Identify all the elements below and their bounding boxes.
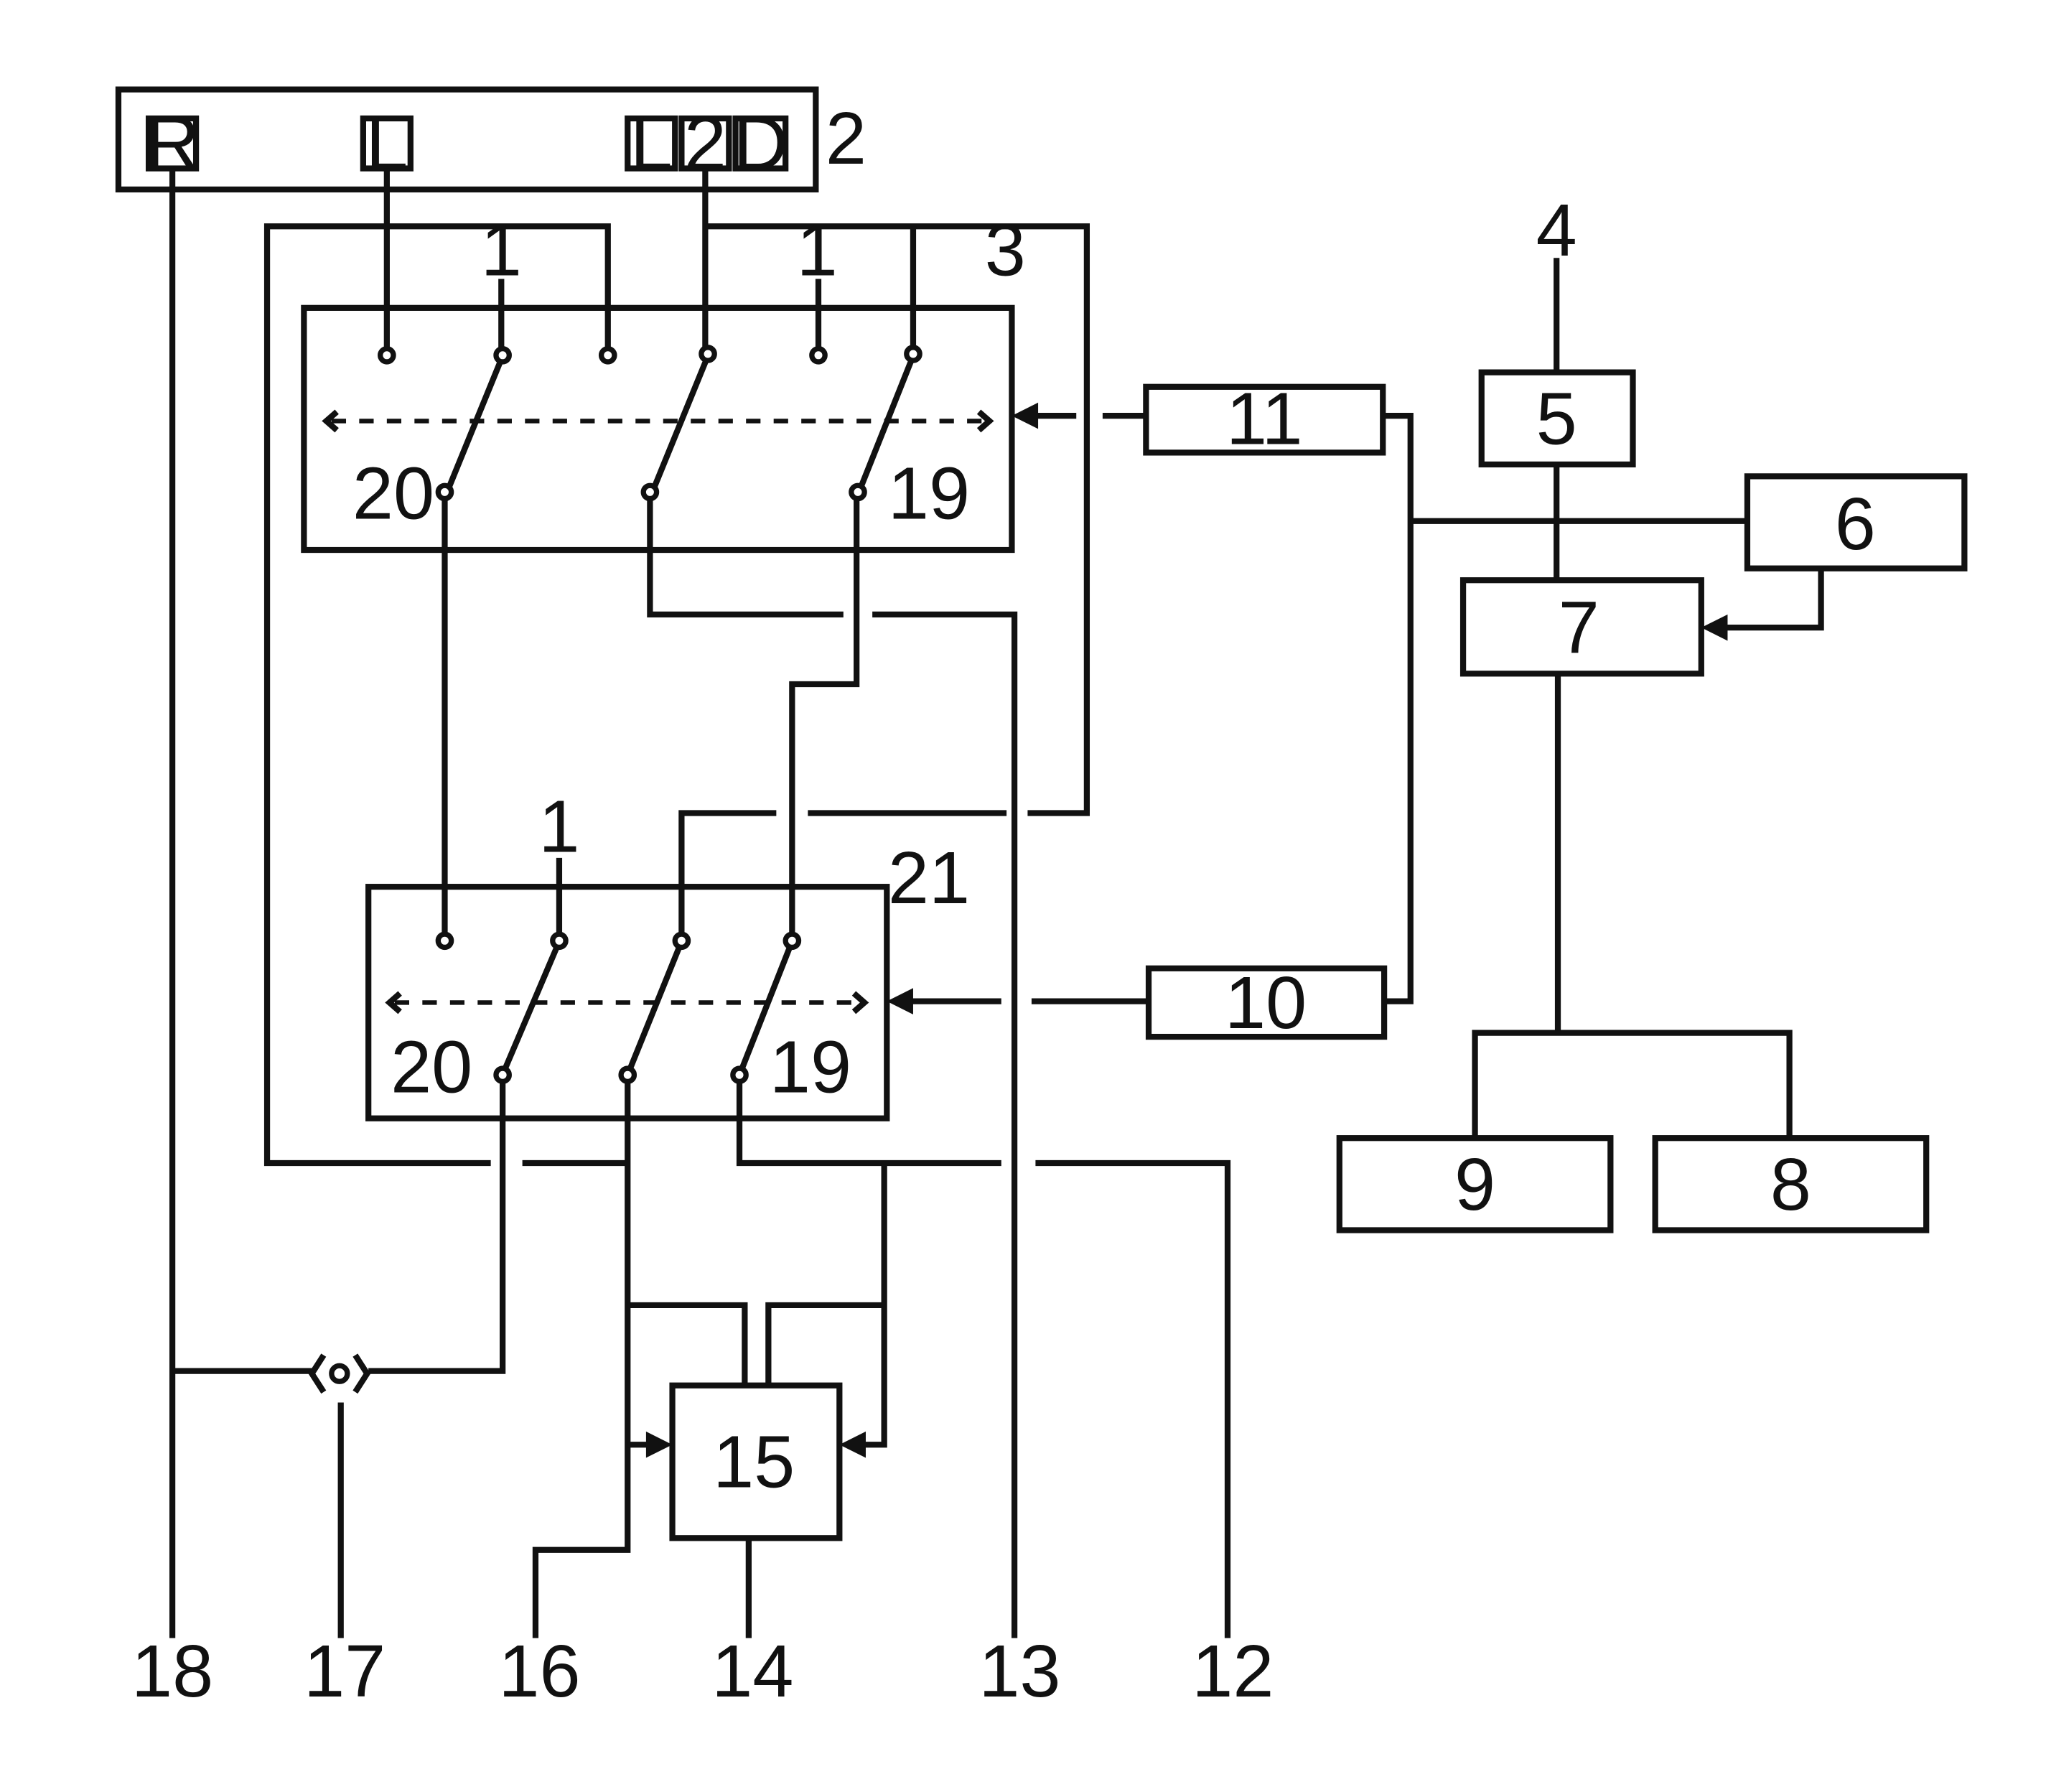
block-11-label: 11 xyxy=(1226,377,1303,459)
block-7 xyxy=(1459,577,1704,677)
block-8 xyxy=(1652,1135,1930,1233)
wire-15-right xyxy=(863,1163,887,1448)
selector-position-l2[interactable] xyxy=(625,115,678,172)
arrow-to-lower-switch xyxy=(887,988,913,1014)
upper-terminal xyxy=(904,345,922,363)
lower-blade-1 xyxy=(502,943,561,1070)
output-14-label: 14 xyxy=(711,1630,793,1712)
wire-to-12 xyxy=(1035,1159,1231,1638)
wire-15-right-top xyxy=(765,1302,884,1386)
upper-contact-1a-label: 1 xyxy=(481,209,522,291)
lower-pole xyxy=(618,1065,637,1085)
block-5-label: 5 xyxy=(1536,377,1577,459)
block-15-label: 15 xyxy=(713,1421,795,1503)
upper-pole-19-label: 19 xyxy=(888,452,970,535)
wire-15-left-top xyxy=(627,1302,748,1386)
supply-label: 4 xyxy=(1536,189,1577,271)
lower-pole-19-label: 19 xyxy=(770,1026,851,1109)
lower-terminal xyxy=(672,931,691,951)
wire-lower-mid-to-16 xyxy=(532,1078,631,1638)
block-11 xyxy=(1143,383,1386,456)
output-17-label: 17 xyxy=(304,1630,386,1712)
wire-to-8-9 xyxy=(1472,1030,1793,1139)
wire-right-loop-c xyxy=(678,810,777,937)
upper-terminal xyxy=(493,345,512,365)
wire-lower-19 xyxy=(736,1078,1001,1167)
lower-blade-3 xyxy=(739,943,794,1070)
wire-mid-to-13-b xyxy=(872,611,1018,1638)
upper-group-label: 3 xyxy=(985,209,1026,291)
arrow-to-15-left xyxy=(645,1431,673,1458)
wire-right-loop xyxy=(705,223,1090,816)
wire-lower-20 xyxy=(368,1078,506,1374)
upper-blade-3 xyxy=(857,358,915,490)
upper-blade-1 xyxy=(446,358,505,490)
lower-blade-2 xyxy=(627,943,683,1070)
selector-position-l[interactable] xyxy=(360,115,414,172)
selector-position-d[interactable] xyxy=(732,115,789,172)
block-6-label: 6 xyxy=(1835,482,1876,565)
output-13-label: 13 xyxy=(978,1630,1060,1712)
connector-17 xyxy=(308,1353,371,1394)
upper-switch-frame xyxy=(301,304,1015,554)
block-15 xyxy=(669,1382,843,1541)
upper-switch-group: 1 1 3 20 19 xyxy=(301,209,1026,554)
wire-6-to-7 xyxy=(1724,568,1824,631)
lower-pole xyxy=(493,1065,512,1085)
arrow-to-upper-switch xyxy=(1012,402,1039,429)
upper-pole xyxy=(435,482,454,502)
selector-position-l2-label: L xyxy=(630,101,673,186)
output-16-label: 16 xyxy=(498,1630,580,1712)
wire-11-to-10 xyxy=(1383,412,1414,1004)
upper-terminal xyxy=(699,345,717,363)
upper-blade-2 xyxy=(651,358,710,490)
block-8-label: 8 xyxy=(1770,1143,1811,1226)
lower-terminal xyxy=(783,931,802,951)
block-6 xyxy=(1744,473,1968,571)
blocks: 5 6 7 8 9 10 11 15 xyxy=(669,369,1968,1541)
block-9 xyxy=(1336,1135,1614,1233)
lower-group-label: 21 xyxy=(888,836,970,919)
lower-terminal xyxy=(435,931,454,951)
arrows xyxy=(645,402,1728,1458)
upper-contact-1b-label: 1 xyxy=(797,209,838,291)
block-10-label: 10 xyxy=(1225,961,1307,1044)
wire-mid-to-13 xyxy=(647,497,844,617)
upper-pole xyxy=(640,482,660,502)
lower-terminal xyxy=(550,931,569,951)
block-10 xyxy=(1145,965,1388,1040)
lower-pole-20-label: 20 xyxy=(391,1026,472,1109)
connector-node xyxy=(329,1363,350,1384)
block-9-label: 9 xyxy=(1454,1143,1495,1226)
lower-contact-1-label: 1 xyxy=(538,785,579,867)
selector-ref-label: 2 xyxy=(826,97,866,179)
wire-19-down xyxy=(789,497,860,937)
upper-pole-20-label: 20 xyxy=(352,452,434,535)
arrow-to-7 xyxy=(1701,614,1728,641)
upper-terminal xyxy=(809,345,828,365)
range-selector: R L L 2 D 2 xyxy=(115,86,866,193)
lower-switch-frame xyxy=(365,884,890,1121)
selector-position-2[interactable] xyxy=(678,115,732,172)
wire-left-loop xyxy=(263,223,611,1167)
lower-switch-group: 1 21 20 19 xyxy=(365,785,970,1121)
upper-terminal xyxy=(598,345,617,365)
selector-position-d-label: D xyxy=(733,101,788,186)
lower-pole xyxy=(730,1065,749,1085)
block-7-label: 7 xyxy=(1559,587,1599,669)
output-18-label: 18 xyxy=(131,1630,213,1712)
arrow-to-15-right xyxy=(839,1431,866,1458)
lower-linkage-ends xyxy=(385,991,869,1014)
connector-brackets xyxy=(308,1353,371,1394)
upper-terminal xyxy=(378,345,396,365)
wiring xyxy=(169,168,1824,1638)
upper-pole xyxy=(849,482,867,502)
block-5 xyxy=(1478,369,1636,468)
output-12-label: 12 xyxy=(1192,1630,1274,1712)
reference-labels: 4 18 17 16 14 13 12 xyxy=(131,189,1577,1712)
upper-linkage-ends xyxy=(322,409,994,433)
